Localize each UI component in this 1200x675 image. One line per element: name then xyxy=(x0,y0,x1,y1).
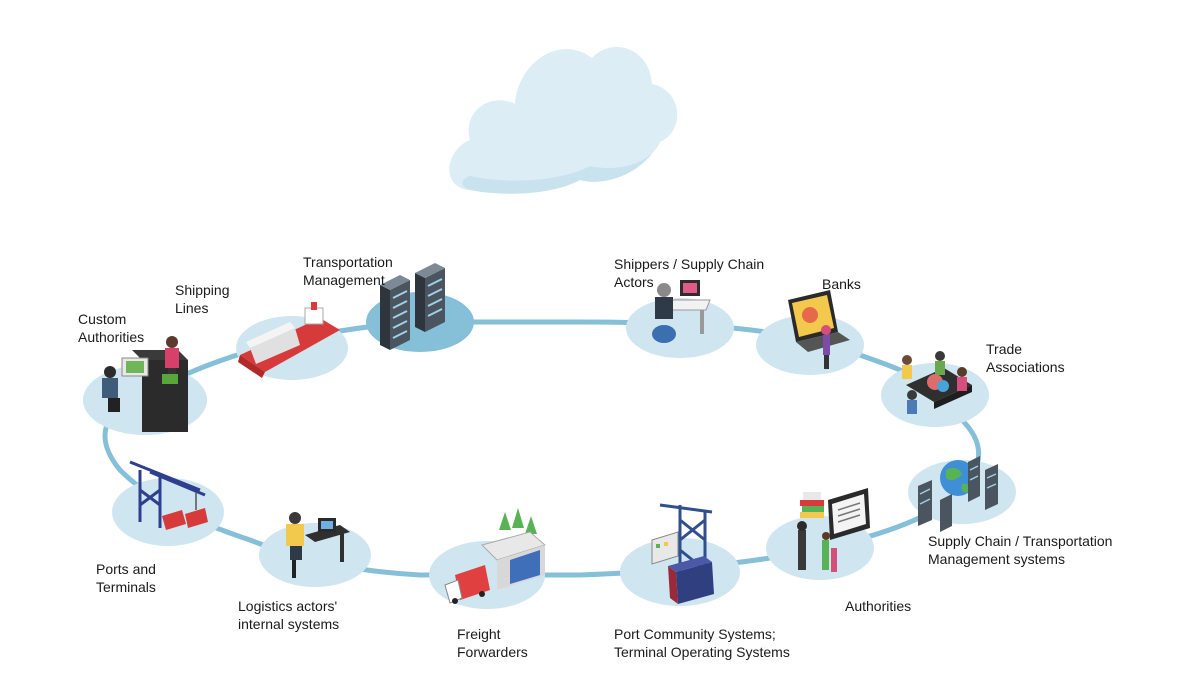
monitor-documents-icon xyxy=(797,488,870,572)
cloud-icon xyxy=(449,46,678,194)
label-trade-associations: Trade Associations xyxy=(986,341,1065,375)
label-shippers: Shippers / Supply Chain Actors xyxy=(614,256,765,290)
customs-officer-desk-icon xyxy=(102,336,188,432)
person-at-computer-icon xyxy=(652,280,711,343)
label-supply-chain-systems: Supply Chain / Transportation Management… xyxy=(928,533,1113,567)
label-logistics-actors: Logistics actors' internal systems xyxy=(238,598,340,632)
platform-ports-terminals xyxy=(112,478,224,546)
gantry-crane-icon xyxy=(129,460,208,530)
worker-at-desk-icon xyxy=(286,512,350,578)
label-shipping-lines: Shipping Lines xyxy=(175,282,230,316)
label-freight-forwarders: Freight Forwarders xyxy=(457,626,528,660)
server-racks-icon xyxy=(380,263,445,350)
laptop-bank-icon xyxy=(788,290,850,369)
platform-shippers xyxy=(626,298,734,358)
warehouse-truck-icon xyxy=(444,508,547,604)
label-custom-authorities: Custom Authorities xyxy=(78,311,145,345)
label-port-community-systems: Port Community Systems; Terminal Operati… xyxy=(614,626,790,660)
label-banks: Banks xyxy=(822,276,861,292)
port-crane-container-icon xyxy=(651,503,714,604)
node-platforms xyxy=(83,292,1016,609)
label-ports-terminals: Ports and Terminals xyxy=(96,561,156,595)
globe-servers-icon xyxy=(918,456,998,532)
label-authorities: Authorities xyxy=(845,598,912,614)
meeting-table-icon xyxy=(902,351,972,414)
cargo-ship-icon xyxy=(238,302,340,378)
label-transportation-management: Transportation Management xyxy=(303,254,393,288)
